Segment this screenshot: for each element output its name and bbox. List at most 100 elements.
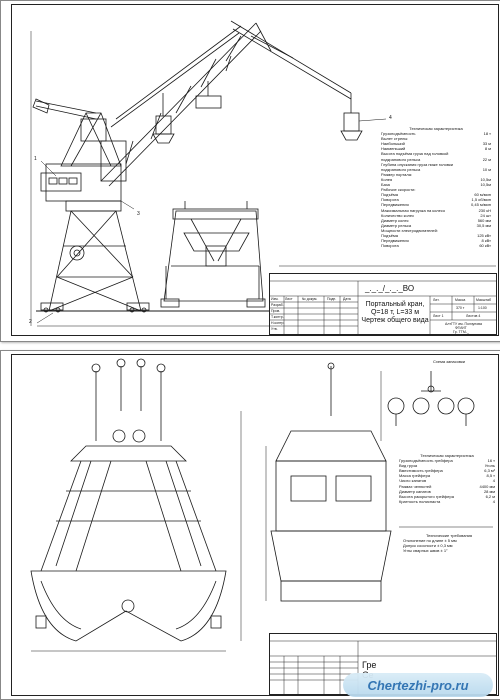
spec-value: 560 мм	[477, 217, 491, 223]
callout-2: 2	[29, 319, 32, 325]
spec-label: Диаметр колес	[381, 217, 409, 223]
spec-value: 4400 мм	[479, 483, 495, 489]
spec-label: Вылет стрелы:	[381, 136, 409, 142]
spec-row: Рабочие скорости:	[381, 187, 491, 192]
sig-developer: Разраб.	[271, 303, 284, 307]
spec-label: Масса грейфера	[399, 473, 431, 479]
sig-ncontrol: Н.контр.	[271, 321, 285, 325]
spec-title: Техническая характеристика	[409, 126, 463, 131]
col-header-list: Лист	[285, 297, 293, 301]
grab-title-line-1: Гре	[362, 660, 377, 670]
spec-label: Поворота	[381, 197, 399, 203]
spec-label: Количество колес	[381, 212, 415, 218]
spec-label: Грузоподъёмность грейфера	[399, 458, 453, 464]
sig-approved: Утв.	[271, 327, 278, 331]
spec-row: Размер портала:	[381, 172, 491, 177]
callout-4: 4	[389, 115, 392, 121]
spec-row: Масса грейфера 8,5 т	[399, 473, 495, 478]
spec-label: Передвижения	[381, 238, 409, 244]
sig-tcontrol: Т.контр.	[271, 315, 284, 319]
sheet-frame	[11, 354, 499, 696]
spec-row: Диаметр канатов 28 мм	[399, 489, 495, 494]
callout-3: 3	[137, 211, 140, 217]
scale-header: Масштаб	[476, 298, 491, 302]
col-header-sign: Подп.	[327, 297, 337, 301]
spec-value: 6,3 м³	[484, 468, 495, 474]
grab-spec-table: Техническая характеристика Грузоподъёмно…	[399, 453, 495, 504]
spec-label: Вместимость грейфера	[399, 468, 443, 474]
spec-value: 4	[492, 498, 495, 504]
spec-row: Глубина опускания груза ниже головки	[381, 162, 491, 167]
spec-value: 4	[492, 478, 495, 484]
spec-label: Рабочие скорости:	[381, 187, 416, 193]
spec-value: 8,5 т	[486, 473, 495, 479]
spec-value: 33 м	[482, 141, 491, 147]
callout-1: 1	[34, 156, 37, 162]
spec-value: 30,5 мм	[476, 222, 491, 228]
spec-label: Передвижения	[381, 202, 409, 208]
spec-row: Вместимость грейфера 6,3 м³	[399, 468, 495, 473]
req-row: Отклонение по длине ± 5 мм	[403, 538, 457, 544]
title-block-2-grid	[270, 640, 496, 694]
spec-label: Максимальная нагрузка на колесо	[381, 207, 446, 213]
spec-row: Диаметр колес 560 мм	[381, 218, 491, 223]
spec-row: Вылет стрелы:	[381, 136, 491, 141]
spec-label: Диаметр рельса	[381, 222, 412, 228]
spec-value: 8 м	[484, 146, 491, 152]
spec-label: Высота подъёма груза над головкой	[381, 151, 449, 157]
req-row: Допуск соосности ± 0,3 мм	[403, 543, 453, 549]
letter-header: Лит.	[433, 298, 440, 302]
spec-label: Размер портала:	[381, 171, 413, 177]
spec-label: подкранового рельса	[381, 166, 421, 172]
spec-label: База	[381, 182, 390, 188]
req-row: Углы сварных швов ± 1°	[403, 548, 448, 554]
watermark-logo[interactable]: Chertezhi-pro.ru	[343, 673, 493, 697]
spec-row: Максимальная нагрузка на колесо 230 кН	[381, 208, 491, 213]
spec-value: 1,5 об/мин	[471, 197, 492, 203]
col-header-doc: № докум.	[302, 297, 318, 301]
sheet-frame	[11, 4, 499, 336]
spec-value: 28 мм	[483, 488, 495, 494]
spec-row: Поворота 1,5 об/мин	[381, 197, 491, 202]
title-block: _._._/_._._ВО Портальный кран, Q=18 т, L…	[269, 273, 497, 335]
title-line-2: Q=18 т, L=33 м	[370, 309, 420, 316]
crane-spec-table: Техническая характеристика Грузоподъёмно…	[381, 126, 491, 248]
spec-label: подкранового рельса	[381, 156, 421, 162]
sheet-number: Лист 1	[433, 314, 444, 318]
spec-label: Подъёма	[381, 192, 398, 198]
spec-value: Уголь	[484, 463, 495, 469]
spec-row: Высота подъёма груза над головкой	[381, 151, 491, 156]
spec-value: 10,5м	[480, 182, 491, 188]
title-line-3: Чертеж общего вида	[361, 317, 429, 324]
req-title: Технические требования	[425, 533, 473, 538]
spec-row: Наименьший 8 м	[381, 146, 491, 151]
spec-label: Высота раскрытого грейфера	[399, 493, 454, 499]
drawing-title: Портальный кран, Q=18 т, L=33 м Чертеж о…	[360, 301, 430, 325]
spec-label: Поворота	[381, 243, 399, 249]
spec-value: 230 кН	[478, 207, 491, 213]
spec-row: База 10,5м	[381, 182, 491, 187]
spec-label: Глубина опускания груза ниже головки	[381, 161, 454, 167]
spec-label: Диаметр канатов	[399, 488, 431, 494]
spec-value: 18 т	[483, 131, 491, 137]
spec-row: Диаметр рельса 30,5 мм	[381, 223, 491, 228]
sig-checker: Пров.	[271, 309, 281, 313]
title-line-1: Портальный кран,	[365, 301, 425, 308]
spec-value: 22 м	[482, 156, 491, 162]
spec-value: 6,2 м	[485, 493, 495, 499]
title-block-grid	[270, 280, 496, 334]
spec-label: Наименьший	[381, 146, 406, 152]
